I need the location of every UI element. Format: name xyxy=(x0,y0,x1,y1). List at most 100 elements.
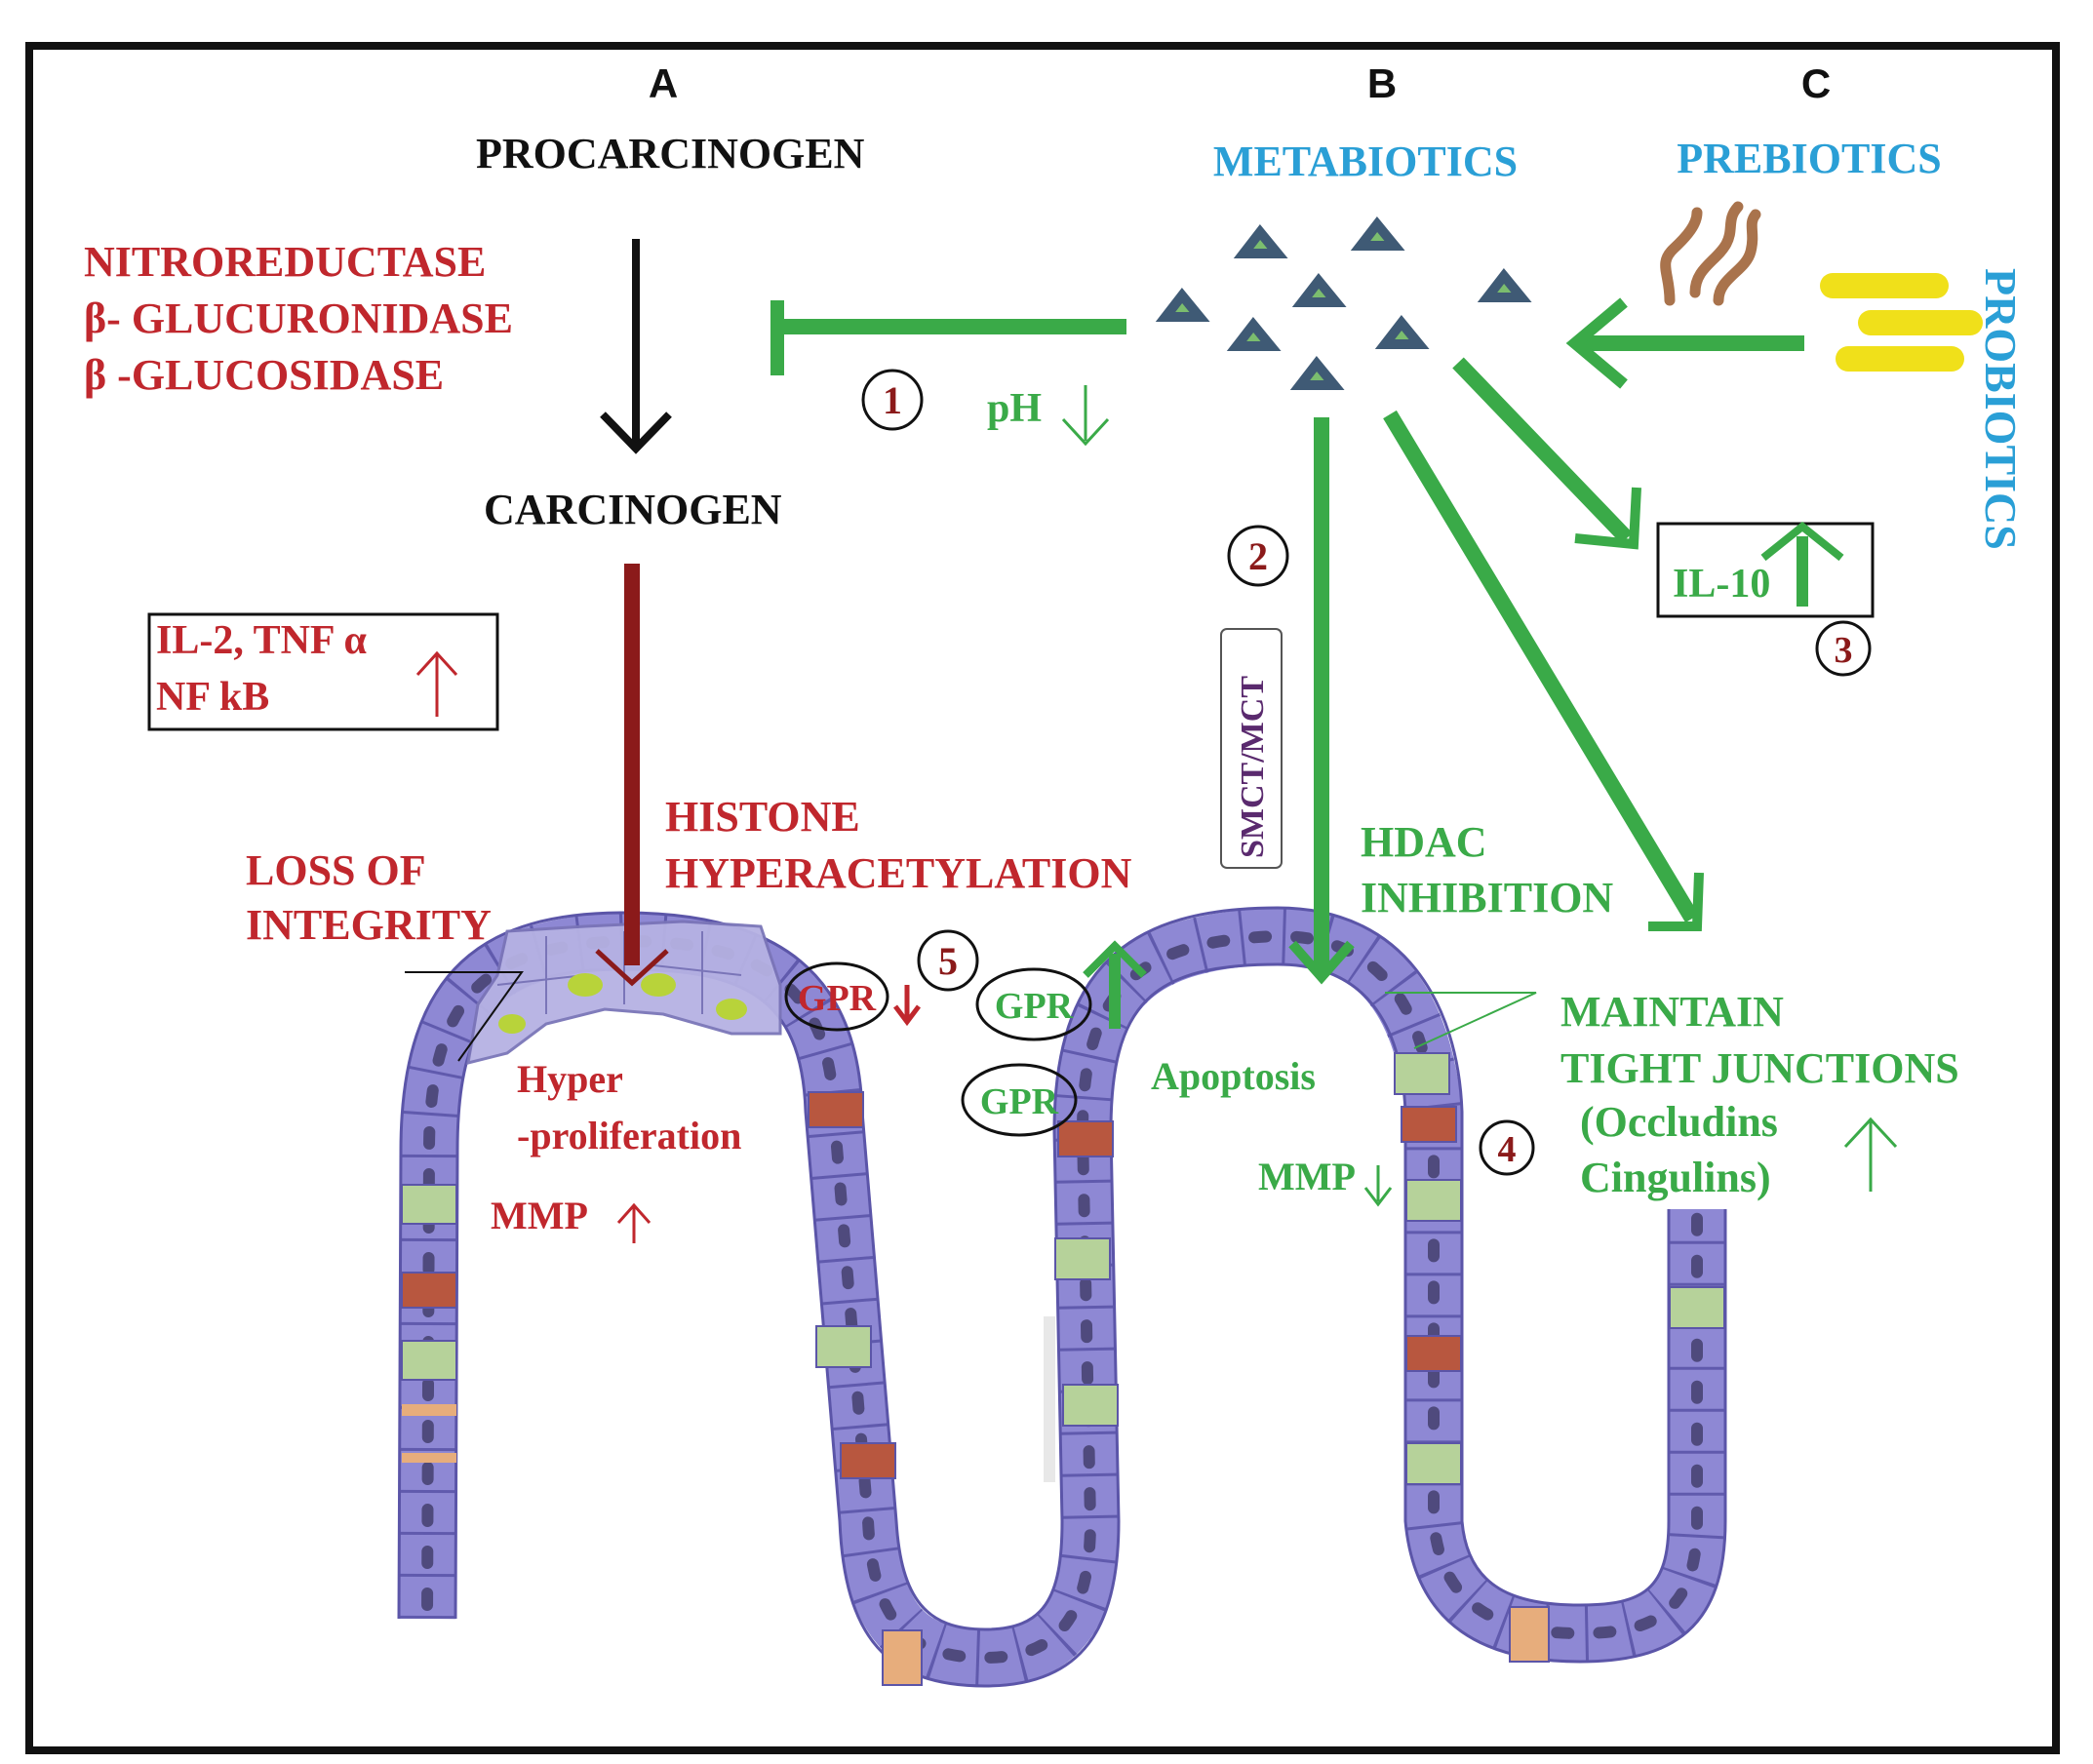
maintain-label: TIGHT JUNCTIONS xyxy=(1560,1044,1959,1092)
down-arrow-icon-head xyxy=(893,1004,921,1027)
goblet-cell xyxy=(401,1340,457,1381)
paneth-cell xyxy=(1401,1106,1457,1143)
step-marker-5: 5 xyxy=(917,929,979,992)
maintain-label: MAINTAIN xyxy=(1560,988,1784,1036)
goblet-cell xyxy=(1669,1286,1725,1329)
mmp-up-label: MMP xyxy=(491,1194,588,1237)
svg-text:3: 3 xyxy=(1835,630,1853,671)
mutated-nucleus xyxy=(498,1014,526,1034)
up-arrow-icon-head xyxy=(1760,521,1844,562)
step-marker-1: 1 xyxy=(861,369,924,431)
gpr-receptor-circle xyxy=(975,967,1092,1041)
maintain-label: Cingulins) xyxy=(1580,1154,1771,1201)
cytokine-label: IL-2, TNF α xyxy=(156,618,368,663)
svg-text:1: 1 xyxy=(883,378,902,422)
step-marker-3: 3 xyxy=(1815,620,1872,677)
down-arrow-icon-head xyxy=(1363,1187,1393,1207)
prebiotics-label: PREBIOTICS xyxy=(1677,135,1941,182)
metabiotic-molecule-icon xyxy=(1226,316,1282,351)
maintain-label: (Occludins xyxy=(1580,1098,1778,1146)
up-arrow-icon-head xyxy=(1083,940,1147,978)
paneth-cell xyxy=(401,1272,457,1309)
carcinogen-attack-arrowhead xyxy=(595,949,669,987)
histone-label: HISTONE xyxy=(665,793,860,841)
panel-label-b: B xyxy=(1367,60,1397,106)
integrity-pointer xyxy=(405,971,524,1062)
svg-text:4: 4 xyxy=(1498,1129,1517,1170)
paneth-cell xyxy=(402,1404,456,1416)
lumen-shadow xyxy=(1044,1316,1055,1482)
goblet-cell xyxy=(401,1184,457,1225)
procarcinogen-label: PROCARCINOGEN xyxy=(476,130,865,177)
goblet-cell xyxy=(1054,1237,1111,1280)
histone-label: HYPERACETYLATION xyxy=(665,849,1132,897)
metabiotic-to-cell-arrowhead xyxy=(1288,940,1355,985)
goblet-cell xyxy=(1405,1442,1462,1485)
metabiotics-label: METABIOTICS xyxy=(1213,137,1518,185)
svg-text:5: 5 xyxy=(938,939,958,983)
il10-arrowhead xyxy=(1574,487,1641,550)
gpr-receptor-circle xyxy=(961,1063,1078,1137)
hyperproliferation-label: -proliferation xyxy=(517,1114,741,1157)
conversion-arrowhead xyxy=(600,412,672,454)
il10-arrow xyxy=(1452,357,1633,544)
panel-label-c: C xyxy=(1801,60,1831,106)
paneth-cell xyxy=(1057,1120,1114,1157)
metabiotic-molecule-icon xyxy=(1155,287,1210,322)
probiotics-label: PROBIOTICS xyxy=(1976,268,2026,550)
mmp-down-label: MMP xyxy=(1258,1155,1356,1198)
paneth-cell xyxy=(808,1091,864,1128)
metabiotic-molecule-icon xyxy=(1233,223,1288,258)
villi-outer-edge xyxy=(397,906,1671,1631)
damaged-cell-lines xyxy=(496,931,742,1014)
goblet-cell xyxy=(1405,1179,1462,1222)
cytokine-box xyxy=(147,612,499,731)
cytokine-label: NF kB xyxy=(156,675,269,720)
paneth-cell xyxy=(840,1442,896,1479)
loss-of-integrity-label: INTEGRITY xyxy=(246,901,492,949)
gpr-down-label: GPR xyxy=(798,978,877,1019)
goblet-cell xyxy=(1394,1052,1450,1095)
enzyme-label: β- GLUCURONIDASE xyxy=(84,294,513,342)
down-arrow-icon-head xyxy=(1061,417,1110,447)
goblet-cell xyxy=(1062,1384,1119,1427)
il10-label: IL-10 xyxy=(1673,562,1770,607)
hdac-label: INHIBITION xyxy=(1361,874,1613,921)
probiotic-to-metabiotic-arrowhead xyxy=(1565,297,1628,389)
step-marker-4: 4 xyxy=(1479,1119,1535,1176)
enzyme-label: β -GLUCOSIDASE xyxy=(84,351,444,399)
paneth-cell xyxy=(402,1453,456,1463)
up-arrow-icon-head xyxy=(616,1202,652,1224)
basal-cell xyxy=(1509,1606,1550,1663)
apoptosis-label: Apoptosis xyxy=(1151,1054,1316,1098)
svg-text:2: 2 xyxy=(1248,534,1268,578)
metabiotic-molecule-icon xyxy=(1291,272,1347,307)
metabiotic-molecule-icon xyxy=(1374,314,1430,349)
transporter-label: SMCT/MCT xyxy=(1235,676,1271,858)
metabiotic-molecule-icon xyxy=(1350,216,1405,251)
probiotic-bacteria-icon xyxy=(1820,273,1983,372)
carcinogen-label: CARCINOGEN xyxy=(484,486,782,533)
prebiotic-fiber-icon xyxy=(1660,201,1761,306)
paneth-cell xyxy=(1405,1335,1462,1372)
up-arrow-icon-head xyxy=(1843,1117,1898,1149)
tight-junction-arrowhead xyxy=(1648,872,1704,931)
intestinal-villi xyxy=(397,906,1727,1688)
gpr-receptor-circle xyxy=(784,961,889,1032)
il10-box xyxy=(1656,522,1875,618)
loss-of-integrity-label: LOSS OF xyxy=(246,846,426,894)
up-arrow-icon-head xyxy=(415,650,458,677)
mutated-nucleus xyxy=(716,999,747,1020)
mutated-nucleus xyxy=(641,973,676,997)
metabiotic-molecules xyxy=(1155,216,1532,390)
panel-label-a: A xyxy=(649,60,678,106)
metabiotic-molecule-icon xyxy=(1477,267,1532,302)
enzyme-label: NITROREDUCTASE xyxy=(84,238,486,286)
gpr-up-label: GPR xyxy=(995,986,1074,1027)
transporter-box xyxy=(1220,628,1283,869)
hdac-label: HDAC xyxy=(1361,818,1487,866)
step-marker-2: 2 xyxy=(1227,525,1289,587)
goblet-cell xyxy=(815,1325,872,1368)
gpr-label: GPR xyxy=(980,1081,1059,1122)
